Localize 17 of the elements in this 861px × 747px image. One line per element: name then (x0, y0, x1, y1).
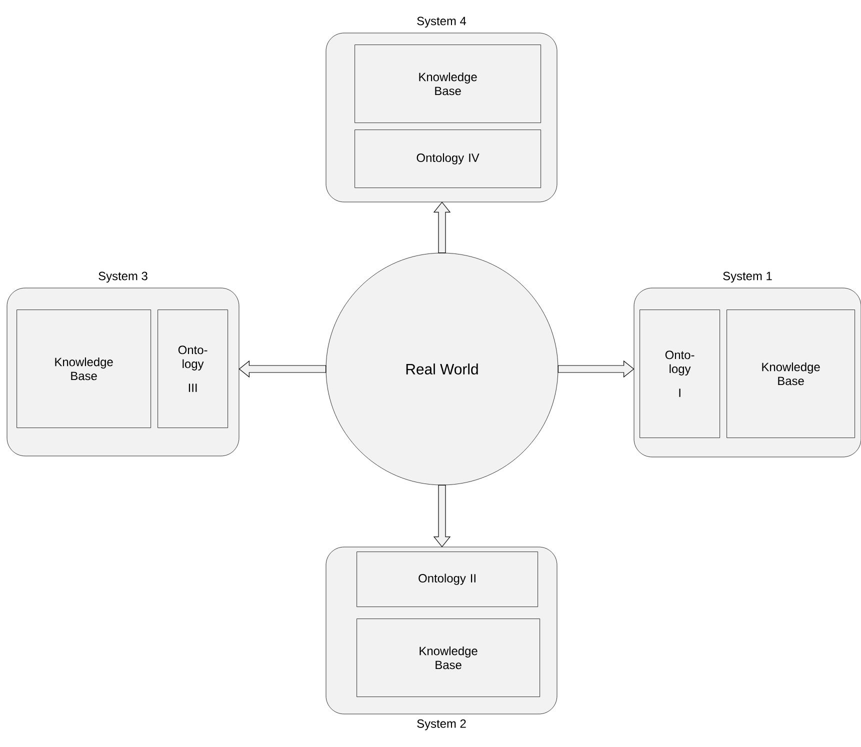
system-title: System 3 (98, 272, 148, 283)
block-arrow (238, 360, 326, 378)
content-box: Ontology II (356, 552, 538, 607)
block-arrow (433, 202, 451, 254)
system-title: System 1 (723, 272, 772, 283)
content-box: Ontology IV (354, 130, 541, 188)
content-box: Onto-logy III (158, 310, 228, 428)
content-box: Knowledge Base (16, 310, 151, 428)
circle-node: Real World (326, 252, 558, 486)
content-box: Knowledge Base (356, 618, 540, 697)
system-title: System 2 (417, 719, 466, 730)
content-box: Onto-logy I (640, 310, 720, 438)
content-box: Knowledge Base (354, 44, 541, 123)
system-title: System 4 (417, 16, 466, 28)
content-box: Knowledge Base (726, 310, 855, 438)
block-arrow (433, 484, 451, 548)
block-arrow (558, 360, 634, 378)
